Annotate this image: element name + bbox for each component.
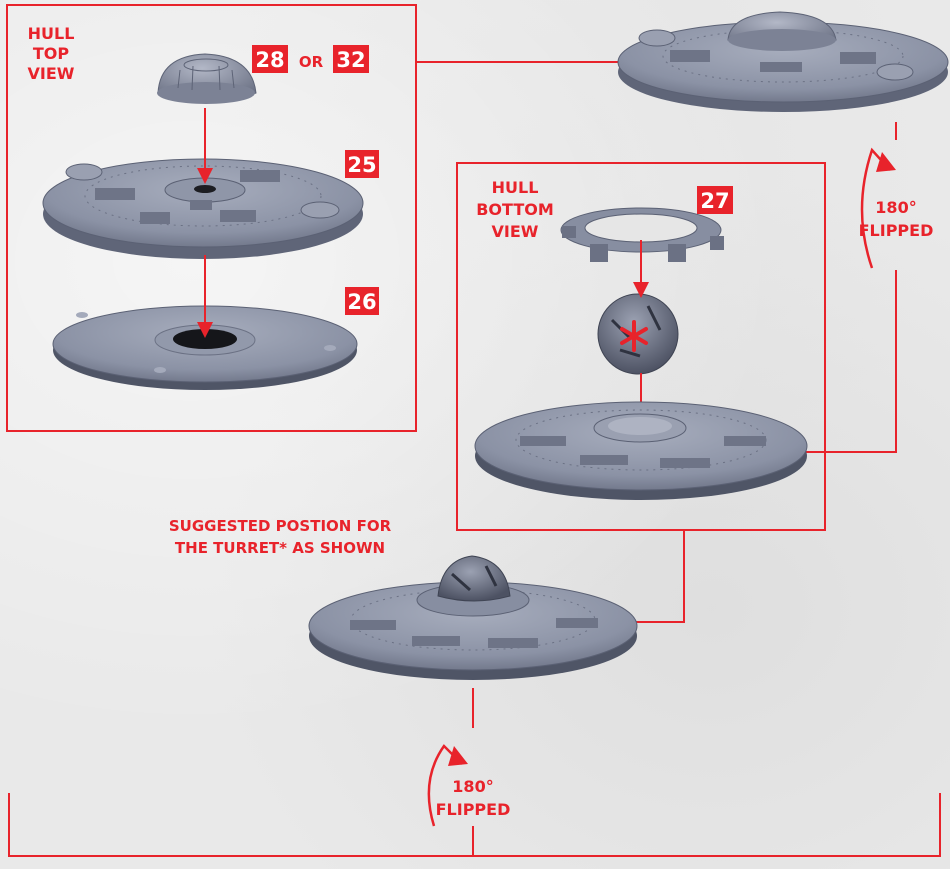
part-number-26: 26 <box>347 290 376 314</box>
hull-top-label-2: TOP <box>33 44 70 63</box>
turret-part <box>598 294 678 374</box>
assembled-bottom-saucer <box>309 556 637 680</box>
part-badge-28: 28 <box>252 45 288 73</box>
dome-part <box>157 54 256 104</box>
flip-indicator-bottom: 180° FLIPPED <box>429 746 511 826</box>
part-number-25: 25 <box>347 153 376 177</box>
hull-top-view-label: HULL TOP VIEW <box>28 24 75 83</box>
flip-indicator-right: 180° FLIPPED <box>859 150 934 268</box>
suggestion-line-2: THE TURRET* AS SHOWN <box>175 539 385 557</box>
hull-bottom-label-1: HULL <box>492 178 539 197</box>
hull-bottom-label-2: BOTTOM <box>476 200 554 219</box>
hull-top-label-1: HULL <box>28 24 75 43</box>
flip-right-degrees: 180° <box>875 198 916 217</box>
flip-bottom-degrees: 180° <box>452 777 493 796</box>
part-badge-26: 26 <box>345 287 379 315</box>
red-frames <box>7 5 940 856</box>
connector-right-lower <box>806 270 896 452</box>
suggestion-line-1: SUGGESTED POSTION FOR <box>169 517 392 535</box>
assembled-top-saucer <box>618 12 948 112</box>
hull-bottom-label-3: VIEW <box>492 222 539 241</box>
part-badge-32: 32 <box>333 45 369 73</box>
part-number-32: 32 <box>336 48 365 72</box>
hull-bottom-view-label: HULL BOTTOM VIEW <box>476 178 554 241</box>
part-number-28: 28 <box>255 48 284 72</box>
part-number-27: 27 <box>700 189 729 213</box>
flip-bottom-text: FLIPPED <box>436 800 511 819</box>
upper-hull-part <box>43 159 363 259</box>
suggestion-label: SUGGESTED POSTION FOR THE TURRET* AS SHO… <box>169 517 392 557</box>
or-label: OR <box>299 53 324 71</box>
flip-right-text: FLIPPED <box>859 221 934 240</box>
hull-top-label-3: VIEW <box>28 64 75 83</box>
turret-ring-part <box>561 208 724 262</box>
connector-suggestion <box>624 530 684 622</box>
part-badge-25: 25 <box>345 150 379 178</box>
bottom-hull-part <box>475 402 807 500</box>
part-badge-27: 27 <box>697 186 733 214</box>
